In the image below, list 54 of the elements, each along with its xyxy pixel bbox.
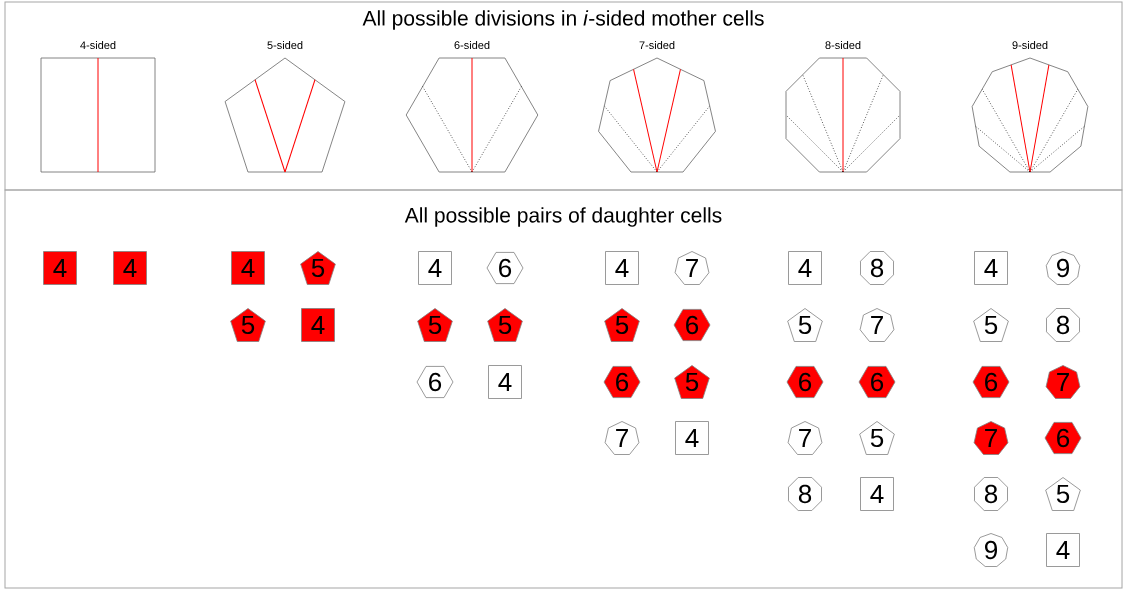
daughter-cell: 4	[788, 251, 822, 285]
node-label: 7-sided	[639, 40, 675, 50]
daughter-cell: 4	[1046, 533, 1080, 567]
daughter-cell: 5	[787, 308, 823, 342]
daughter-cell: 4	[43, 251, 77, 285]
mother-cell: 6-sided	[405, 40, 539, 173]
daughter-cell: 6	[786, 366, 824, 398]
daughter-cell: 5	[417, 308, 453, 342]
daughter-cell: 5	[230, 308, 266, 342]
daughter-cell: 6	[1044, 422, 1082, 454]
daughter-cell: 4	[231, 251, 265, 285]
daughter-cell: 5	[487, 308, 523, 342]
node-label: 9-sided	[1012, 40, 1048, 50]
daughter-cell: 7	[973, 421, 1009, 455]
daughter-cell: 9	[1045, 251, 1081, 285]
mother-cell: 9-sided	[971, 40, 1089, 173]
daughter-cell: 4	[675, 421, 709, 455]
daughter-cell: 8	[974, 477, 1008, 511]
daughter-cell: 4	[113, 251, 147, 285]
daughter-cell: 5	[973, 308, 1009, 342]
daughter-cell: 6	[673, 309, 711, 341]
daughter-cell: 5	[604, 308, 640, 342]
daughter-cell: 7	[604, 421, 640, 455]
node-label: 4-sided	[80, 40, 116, 50]
node-label: 5-sided	[267, 40, 303, 50]
mother-cell: 5-sided	[224, 40, 346, 173]
daughter-cell: 4	[301, 308, 335, 342]
daughter-cell: 5	[1045, 477, 1081, 511]
daughter-cell: 4	[605, 251, 639, 285]
node-label: 8-sided	[825, 40, 861, 50]
daughter-cell: 4	[860, 477, 894, 511]
daughter-cell: 5	[859, 421, 895, 455]
daughter-cell: 6	[416, 366, 454, 398]
daughter-cell: 9	[973, 533, 1009, 567]
mother-cell: 7-sided	[598, 40, 716, 173]
daughter-cell: 7	[1045, 365, 1081, 399]
daughter-cell: 5	[674, 365, 710, 399]
mother-cell: 4-sided	[40, 40, 156, 173]
daughter-cell: 6	[972, 366, 1010, 398]
daughter-cell: 8	[860, 251, 894, 285]
daughter-cell: 4	[418, 251, 452, 285]
daughter-cell: 7	[859, 308, 895, 342]
daughter-cell: 7	[674, 251, 710, 285]
daughter-cell: 4	[488, 365, 522, 399]
daughter-cell: 6	[858, 366, 896, 398]
daughter-cell: 6	[603, 366, 641, 398]
daughter-cell: 7	[787, 421, 823, 455]
daughter-cell: 6	[486, 252, 524, 284]
daughter-cell: 8	[1046, 308, 1080, 342]
node-label: 6-sided	[454, 40, 490, 50]
mother-cell: 8-sided	[785, 40, 901, 173]
daughter-cell: 8	[788, 477, 822, 511]
daughter-cell: 5	[300, 251, 336, 285]
daughter-cell: 4	[974, 251, 1008, 285]
